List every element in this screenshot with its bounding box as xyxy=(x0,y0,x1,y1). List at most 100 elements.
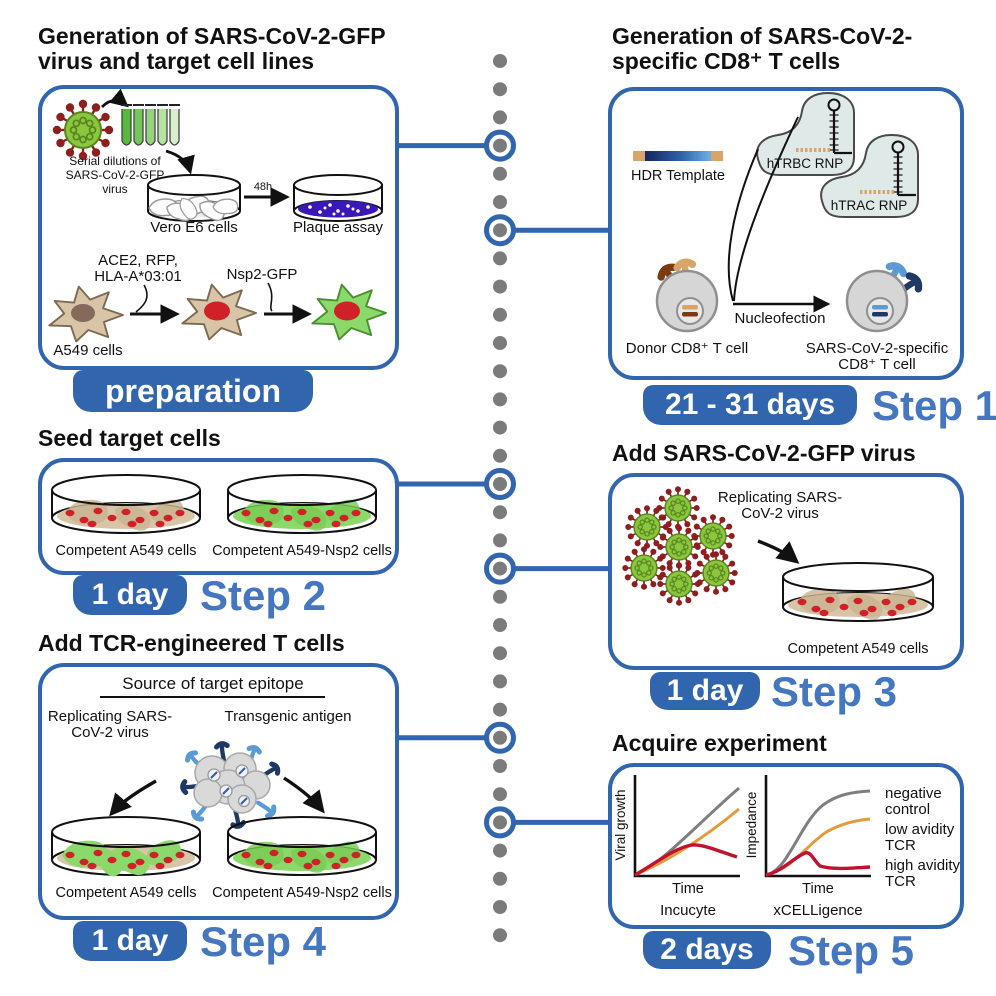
arrow-to-right-dish xyxy=(283,776,325,814)
dish2-label: Competent A549-Nsp2 cells xyxy=(212,543,392,559)
htrbc-rnp-icon: hTRBC RNP xyxy=(755,91,856,177)
legend-high-2: TCR xyxy=(885,873,916,890)
timeline-dot xyxy=(493,928,507,943)
step4-title: Add TCR-engineered T cells xyxy=(38,630,345,656)
step5-title: Acquire experiment xyxy=(612,730,827,756)
timeline-node-ring xyxy=(484,129,516,162)
arrow-to-left-dish xyxy=(109,779,157,817)
timeline-dot xyxy=(493,166,507,181)
hdr-template-label: HDR Template xyxy=(631,168,725,184)
step3-badge: 1 day xyxy=(650,672,760,710)
nucleofection-curve-2 xyxy=(733,116,799,302)
step2-illustration: Competent A549 cells Competent A549-Nsp2… xyxy=(51,474,392,559)
tcell-cluster-icon xyxy=(182,743,279,827)
dish2-label: Competent A549-Nsp2 cells xyxy=(212,885,392,901)
timeline-dot xyxy=(493,815,507,830)
svg-text:virus: virus xyxy=(102,182,127,196)
arrow-virus-to-tubes xyxy=(101,88,129,109)
callout-nsp2 xyxy=(267,282,273,312)
timeline-node-ring xyxy=(484,721,516,754)
legend-negative-1: negative xyxy=(885,785,942,802)
step4-badge: 1 day xyxy=(73,921,187,961)
plot1-high-avidity-curve xyxy=(634,843,738,877)
step2-badge: 1 day xyxy=(73,575,187,615)
nucleofection-curve-1 xyxy=(727,148,759,302)
step4-illustration: Source of target epitope Replicating SAR… xyxy=(48,674,392,901)
vero-dish-icon xyxy=(147,174,241,225)
step3-label: Step 3 xyxy=(771,668,898,715)
timeline-dot xyxy=(493,336,507,350)
plot2-axes xyxy=(764,775,871,878)
legend-low-1: low avidity xyxy=(885,821,955,838)
prep-box: Serial dilutions of SARS-CoV-2-GFP virus… xyxy=(38,85,399,370)
step1-title: Generation of SARS-CoV-2- specific CD8⁺ … xyxy=(612,23,913,74)
prep-illustration: Serial dilutions of SARS-CoV-2-GFP virus… xyxy=(48,88,387,359)
timeline-dot xyxy=(493,787,507,802)
replicating-virus-label-2: CoV-2 virus xyxy=(741,505,819,522)
timeline-node-ring xyxy=(484,806,516,839)
plot-legend: negative control low avidity TCR high av… xyxy=(885,785,961,890)
timeline-dot xyxy=(493,759,507,773)
specific-tcell-label-1: SARS-CoV-2-specific xyxy=(806,340,949,357)
plot2-high-avidity-curve xyxy=(765,851,871,877)
plot2-negative-curve xyxy=(765,789,871,877)
plot1-xlabel: Time xyxy=(672,881,704,897)
timeline-dot xyxy=(493,477,507,491)
timeline-dot xyxy=(493,420,507,435)
plot2-name: xCELLigence xyxy=(773,902,862,919)
plot1-axes xyxy=(633,775,740,878)
replicating-virus-label-1: Replicating SARS- xyxy=(718,489,842,506)
plot1-name: Incucyte xyxy=(660,902,716,919)
mixed-dish-icon xyxy=(51,816,201,881)
svg-text:HLA-A*03:01: HLA-A*03:01 xyxy=(94,268,182,285)
xcelligence-plot: Impedance Time xCELLigence xyxy=(744,775,871,919)
timeline-dot xyxy=(493,392,507,407)
step5-illustration: Viral growth Time Incucyte Impedance Tim… xyxy=(613,775,961,919)
htrbc-rnp-label: hTRBC RNP xyxy=(767,156,844,171)
step2-title: Seed target cells xyxy=(38,425,221,451)
timeline-dot xyxy=(493,110,507,125)
step4-label: Step 4 xyxy=(200,918,327,965)
timeline-dot xyxy=(493,702,507,717)
callout-ace2 xyxy=(135,284,148,313)
plaque-label: Plaque assay xyxy=(293,219,384,236)
a549-cell-icon xyxy=(48,285,124,343)
specific-tcell-label-2: CD8⁺ T cell xyxy=(838,356,915,373)
step2-label: Step 2 xyxy=(200,572,327,619)
timeline-dot xyxy=(493,646,507,661)
timeline-node-ring xyxy=(484,552,516,585)
timeline-dot xyxy=(493,561,507,576)
step3-illustration: Replicating SARS- CoV-2 virus Competent … xyxy=(608,473,934,657)
timeline-dot xyxy=(493,251,507,266)
htrac-rnp-icon: hTRAC RNP xyxy=(819,133,920,219)
plot2-ylabel: Impedance xyxy=(744,792,759,859)
timeline-dot xyxy=(493,364,507,379)
a549-dish-icon xyxy=(51,474,201,535)
incucyte-plot: Viral growth Time Incucyte xyxy=(613,775,740,919)
transgenic-antigen-label: Transgenic antigen xyxy=(224,708,351,725)
nucleofection-label: Nucleofection xyxy=(735,310,826,327)
svg-text:SARS-CoV-2-GFP: SARS-CoV-2-GFP xyxy=(66,168,165,182)
step1-badge: 21 - 31 days xyxy=(643,385,857,425)
a549-nsp2-gfp-cell-icon xyxy=(311,283,387,341)
dish1-label: Competent A549 cells xyxy=(55,543,196,559)
a549-label: A549 cells xyxy=(53,342,122,359)
step3-box: Replicating SARS- CoV-2 virus Competent … xyxy=(608,473,964,670)
step5-badge: 2 days xyxy=(643,931,771,969)
a549-rfp-cell-icon xyxy=(181,283,257,341)
replicating-virus-label-1: Replicating SARS- xyxy=(48,708,172,725)
step1-box: HDR Template hTRBC RNP hTRAC RNP Nucleof… xyxy=(608,87,964,380)
nsp2-label: Nsp2-GFP xyxy=(227,266,298,283)
arrow-tubes-to-dish xyxy=(165,149,195,175)
timeline-dot xyxy=(493,533,507,548)
timeline-node-ring xyxy=(484,214,516,247)
plot1-ylabel: Viral growth xyxy=(613,789,628,860)
virus-icon xyxy=(54,101,112,159)
plot1-negative-curve xyxy=(634,786,740,877)
htrac-rnp-label: hTRAC RNP xyxy=(831,198,908,213)
step1-label: Step 1 xyxy=(872,382,996,429)
timeline-dot xyxy=(493,618,507,632)
legend-low-2: TCR xyxy=(885,837,916,854)
a549-dish-icon xyxy=(782,562,934,624)
